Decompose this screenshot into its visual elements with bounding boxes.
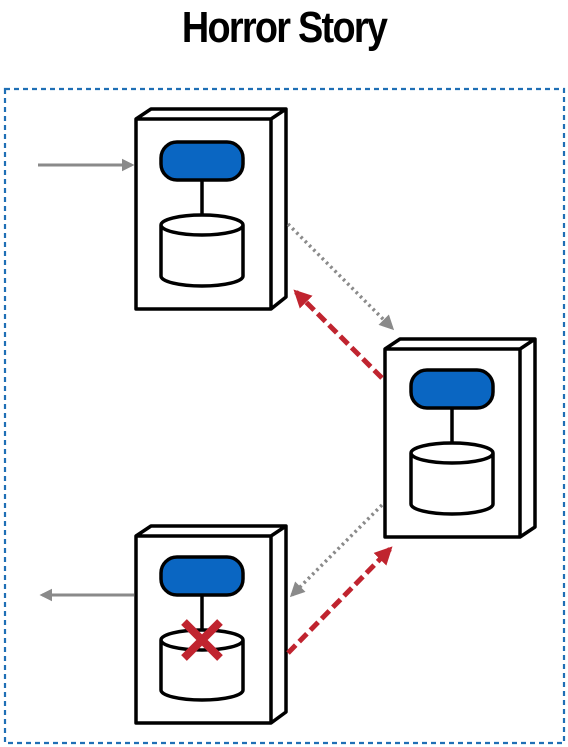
- edge-service-b-to-service-c: [289, 503, 384, 598]
- system-boundary: [3, 87, 566, 745]
- page-title: Horror Story: [181, 3, 388, 52]
- database-cylinder-icon: [159, 213, 245, 288]
- edge-service-c-to-service-b: [286, 546, 393, 655]
- process-pill-icon: [409, 368, 495, 410]
- process-pill-icon: [159, 555, 245, 597]
- edge-service-a-to-service-b: [286, 222, 395, 331]
- x-mark-icon: [181, 619, 223, 661]
- process-pill-icon: [159, 140, 245, 182]
- server-node-service-c: [134, 524, 288, 725]
- server-node-service-b: [383, 337, 537, 539]
- server-node-service-a: [134, 107, 288, 311]
- edge-service-b-to-service-a: [293, 289, 384, 380]
- database-cylinder-icon: [159, 628, 245, 702]
- database-cylinder-icon: [409, 441, 495, 516]
